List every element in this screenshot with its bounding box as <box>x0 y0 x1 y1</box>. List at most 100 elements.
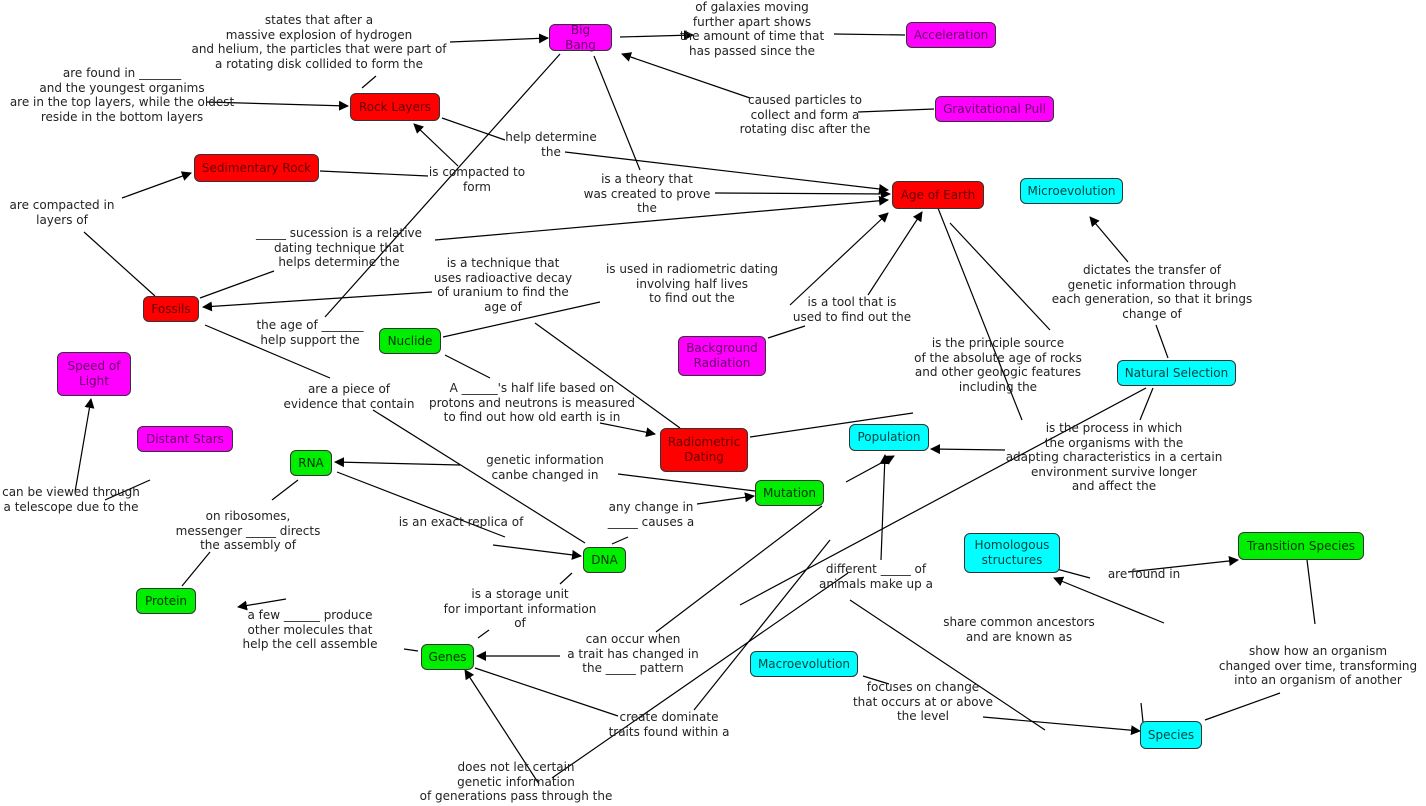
connector-arrow <box>449 33 549 44</box>
linking-phrase: the age of _______ help support the <box>256 318 364 347</box>
connector-line <box>767 325 806 339</box>
linking-phrase: states that after a massive explosion of… <box>191 13 447 71</box>
connector-arrow <box>599 422 656 438</box>
linking-phrase: show how an organism changed over time, … <box>1218 644 1418 687</box>
connector-line <box>1155 324 1169 359</box>
concept-label: Population <box>857 430 921 444</box>
concept-microevolution[interactable]: Microevolution <box>1020 178 1123 204</box>
connector-arrow <box>619 30 694 41</box>
concept-homologous-structures[interactable]: Homologous structures <box>964 533 1060 573</box>
connector-arrow <box>413 123 459 167</box>
linking-phrase: is a theory that was created to prove th… <box>583 172 711 215</box>
concept-nuclide[interactable]: Nuclide <box>379 328 441 354</box>
connector-line <box>551 572 849 779</box>
concept-mutation[interactable]: Mutation <box>755 480 824 506</box>
concept-protein[interactable]: Protein <box>136 588 196 614</box>
concept-radiometric-dating[interactable]: Radiometric Dating <box>660 428 748 472</box>
concept-transition-species[interactable]: Transition Species <box>1238 532 1364 560</box>
concept-dna[interactable]: DNA <box>583 547 626 573</box>
linking-phrase: a few ______ produce other molecules tha… <box>242 608 378 651</box>
connector-line <box>862 675 890 685</box>
linking-phrase: is used in radiometric dating involving … <box>605 262 779 305</box>
connector-arrow <box>492 544 582 560</box>
connector-line <box>833 33 906 36</box>
linking-phrase: is an exact replica of <box>398 515 524 529</box>
connector-line <box>83 231 156 297</box>
concept-label: RNA <box>298 455 324 470</box>
concept-background-radiation[interactable]: Background Radiation <box>678 336 766 376</box>
connector-arrow <box>845 455 895 483</box>
connector-line <box>444 354 491 379</box>
concept-label: Genes <box>428 649 467 664</box>
linking-phrase: can be viewed through a telescope due to… <box>2 485 140 514</box>
connector-line <box>949 222 1051 331</box>
linking-phrase: different _____ of animals make up a <box>819 562 933 591</box>
linking-phrase: _____ sucession is a relative dating tec… <box>255 226 423 269</box>
concept-label: Acceleration <box>913 27 989 42</box>
concept-genes[interactable]: Genes <box>421 644 474 670</box>
connector-arrow <box>930 444 1006 455</box>
connector-arrow <box>1089 216 1129 263</box>
connector-line <box>324 53 561 318</box>
concept-label: Natural Selection <box>1124 365 1229 380</box>
connector-line <box>441 117 506 141</box>
concept-macroevolution[interactable]: Macroevolution <box>750 651 858 677</box>
concept-label: Radiometric Dating <box>667 435 741 464</box>
linking-phrase: is compacted to form <box>428 165 526 194</box>
linking-phrase: is a tool that is used to find out the <box>792 295 912 324</box>
connector-line <box>857 108 935 113</box>
connector-arrow <box>564 151 889 194</box>
concept-species[interactable]: Species <box>1140 721 1202 749</box>
linking-phrase: help determine the <box>505 130 597 159</box>
connector-line <box>204 324 331 379</box>
concept-label: Gravitational Pull <box>943 101 1046 116</box>
concept-label: Rock Layers <box>358 99 432 114</box>
connector-arrow <box>464 669 540 785</box>
concept-rock-layers[interactable]: Rock Layers <box>350 93 440 121</box>
concept-label: Mutation <box>762 485 816 500</box>
linking-phrase: can occur when a trait has changed in th… <box>567 632 699 675</box>
connector-line <box>477 629 490 639</box>
connector-line <box>319 170 429 177</box>
concept-population[interactable]: Population <box>849 424 929 451</box>
concept-age-of-earth[interactable]: Age of Earth <box>892 181 984 209</box>
linking-phrase: create dominate traits found within a <box>608 710 730 739</box>
concept-label: Protein <box>144 593 188 608</box>
concept-big-bang[interactable]: Big Bang <box>549 23 612 52</box>
connector-arrow <box>121 171 192 199</box>
connector-line <box>199 270 275 299</box>
linking-phrase: share common ancestors and are known as <box>943 615 1095 644</box>
connector-line <box>1139 387 1154 421</box>
connector-line <box>403 648 419 652</box>
linking-phrase: are found in _______ and the youngest or… <box>9 66 235 124</box>
linking-phrase: is a storage unit for important informat… <box>443 587 597 630</box>
linking-phrase: focuses on change that occurs at or abov… <box>852 680 994 723</box>
concept-acceleration[interactable]: Acceleration <box>906 22 996 48</box>
concept-speed-of-light[interactable]: Speed of Light <box>57 352 131 396</box>
concept-label: Species <box>1147 727 1195 742</box>
connector-line <box>1140 702 1144 723</box>
connector-arrow <box>982 716 1141 736</box>
connector-arrow <box>434 195 889 241</box>
concept-label: DNA <box>591 552 618 567</box>
concept-natural-selection[interactable]: Natural Selection <box>1117 360 1236 386</box>
concept-label: Homologous structures <box>974 538 1050 567</box>
connector-arrow <box>237 598 287 611</box>
concept-fossils[interactable]: Fossils <box>143 296 199 322</box>
concept-sedimentary-rock[interactable]: Sedimentary Rock <box>194 154 319 182</box>
connector-arrow <box>789 212 889 306</box>
connector-arrow <box>205 100 349 111</box>
connector-line <box>1204 692 1281 721</box>
connector-line <box>693 539 831 711</box>
connector-line <box>655 505 823 633</box>
concept-rna[interactable]: RNA <box>290 450 332 476</box>
linking-phrase: are a piece of evidence that contain <box>283 382 415 411</box>
concept-gravitational-pull[interactable]: Gravitational Pull <box>935 96 1054 122</box>
linking-phrase: on ribosomes, messenger _____ directs th… <box>175 509 321 552</box>
linking-phrase: is the principle source of the absolute … <box>914 336 1082 394</box>
linking-phrase: caused particles to collect and form a r… <box>739 93 871 136</box>
concept-label: Transition Species <box>1246 538 1356 553</box>
connector-line <box>931 192 1023 421</box>
concept-distant-stars[interactable]: Distant Stars <box>137 426 233 452</box>
